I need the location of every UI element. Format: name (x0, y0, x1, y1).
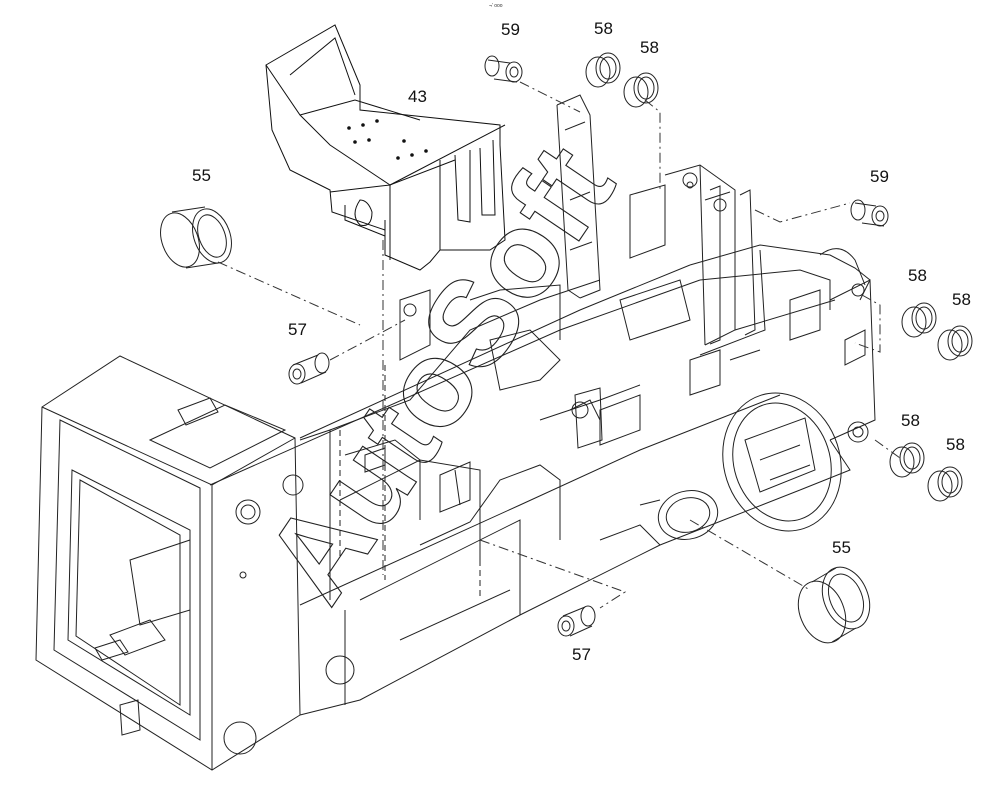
callout-57-upper: 57 (288, 320, 307, 339)
callout-58-lower-a: 58 (901, 411, 920, 430)
assembly-lines (217, 81, 901, 609)
corner-mark: ¬’ ooo (489, 3, 503, 9)
callout-58-lower-b: 58 (946, 435, 965, 454)
callout-59-right: 59 (870, 167, 889, 186)
callout-58-right-a: 58 (908, 266, 927, 285)
part-43-cover (265, 24, 506, 271)
part-59-pin-upper (484, 55, 523, 83)
part-57-pin-lower (557, 605, 596, 637)
callout-57-lower: 57 (572, 645, 591, 664)
part-57-pin-upper (288, 352, 330, 385)
part-59-pin-right (850, 199, 889, 227)
main-frame (35, 94, 876, 771)
callout-58-upper-a: 58 (594, 19, 613, 38)
callout-58-right-b: 58 (952, 290, 971, 309)
callout-55-lower: 55 (832, 538, 851, 557)
callout-43: 43 (408, 87, 427, 106)
callout-59-upper: 59 (501, 20, 520, 39)
svg-text:AutoSoft: AutoSoft (239, 122, 640, 625)
part-58-rings (585, 52, 973, 502)
watermark-autosoft: AutoSoft (238, 121, 640, 625)
slew-ring (722, 392, 842, 532)
part-55-bush-upper (160, 206, 232, 269)
part-55-bush-lower (797, 566, 871, 644)
callout-55-upper: 55 (192, 166, 211, 185)
callout-58-upper-b: 58 (640, 38, 659, 57)
